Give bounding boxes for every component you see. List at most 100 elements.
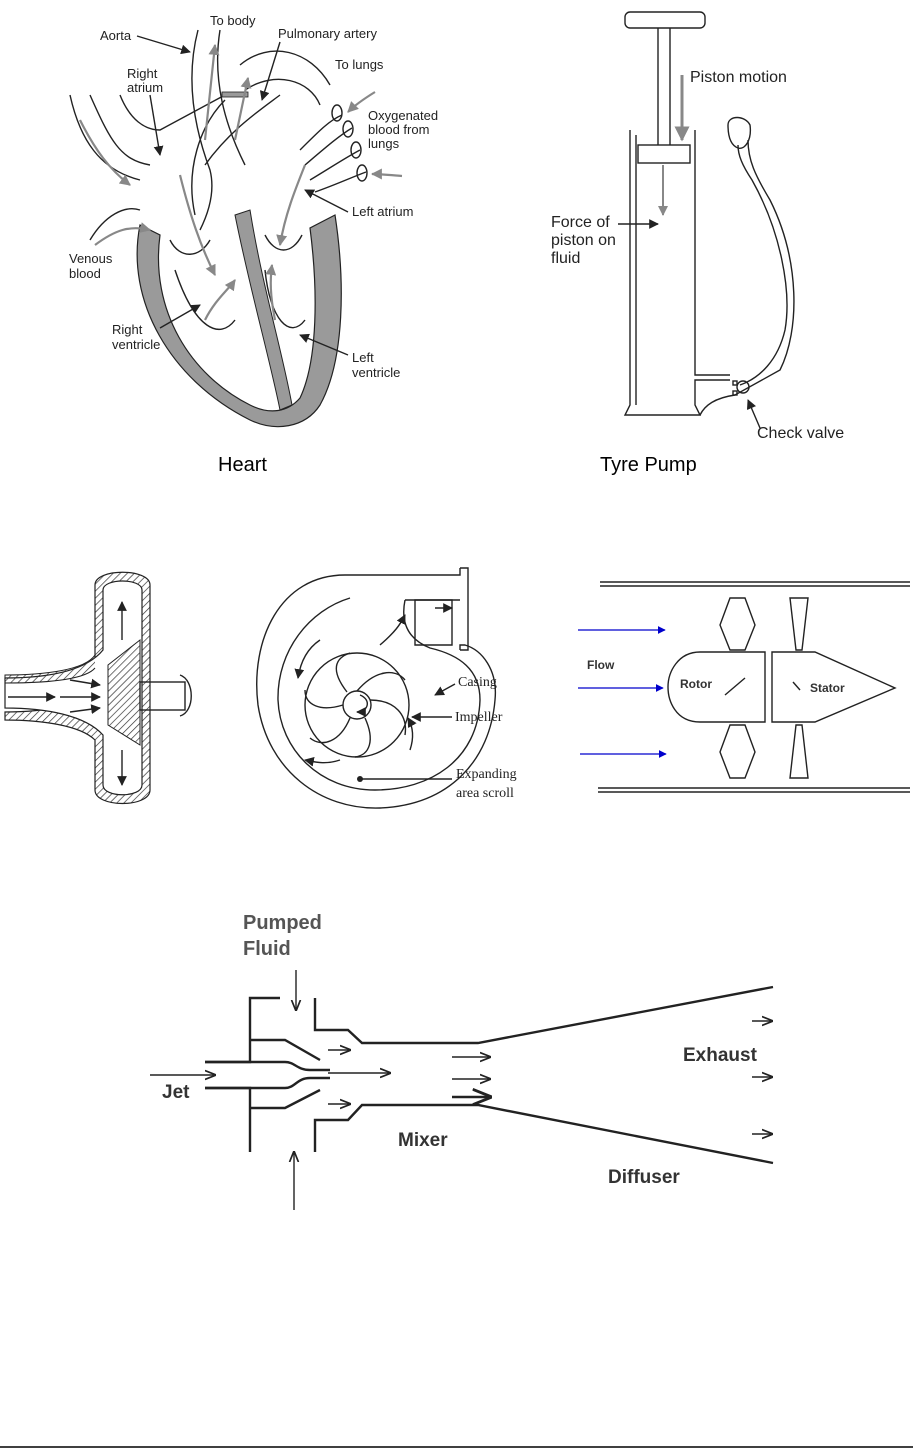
leader-left-atrium [305, 190, 348, 212]
stator-blade-bottom [790, 725, 808, 778]
oxygenated-inflow-2 [372, 174, 402, 176]
label-scroll-2: area scroll [456, 786, 514, 801]
vane-5 [305, 690, 343, 708]
label-to-body: To body [210, 13, 256, 28]
tyre-pump-caption: Tyre Pump [600, 454, 697, 476]
label-check-valve: Check valve [757, 425, 844, 442]
label-oxygenated-1: Oxygenated [368, 108, 438, 123]
pulmonary-vein-4 [315, 172, 366, 192]
label-right-atrium-1: Right [127, 66, 158, 81]
vane-6 [336, 653, 350, 692]
pulmonary-vein-2 [305, 128, 352, 165]
label-venous-1: Venous [69, 251, 113, 266]
outlet-flange [460, 568, 468, 650]
label-right-ventricle-2: ventricle [112, 337, 160, 352]
label-left-ventricle-1: Left [352, 350, 374, 365]
vein-opening-1 [332, 105, 342, 121]
inner-top-channel [250, 1040, 320, 1060]
label-force-2: piston on [551, 232, 616, 249]
rotor-blade-top [720, 598, 755, 650]
heart-septum [235, 210, 292, 410]
vena-cava-upper-inner [90, 95, 150, 165]
pulmonary-trunk-inner [245, 79, 320, 105]
right-atrium-flow [180, 175, 215, 275]
pump-barrel-right [695, 130, 730, 375]
label-pulmonary-artery: Pulmonary artery [278, 26, 377, 41]
heart-caption: Heart [218, 454, 267, 476]
label-venous-2: blood [69, 266, 101, 281]
scroll-dot [357, 776, 363, 782]
aorta-outline [192, 30, 212, 230]
impeller-rotation-arrow [357, 695, 367, 712]
leader-right-atrium [150, 95, 160, 155]
swirl-arrow-4 [305, 760, 340, 763]
rotor-blade-bottom [720, 725, 755, 778]
label-pumped-1: Pumped [243, 912, 322, 934]
impeller-outer [305, 653, 409, 757]
pump-nozzle [728, 118, 750, 149]
label-left-ventricle-2: ventricle [352, 365, 400, 380]
axial-pump-diagram: Flow Rotor Stator [578, 582, 910, 792]
right-ventricle-inner [175, 270, 235, 329]
label-force-1: Force of [551, 214, 610, 231]
label-aorta: Aorta [100, 28, 132, 43]
label-casing: Casing [458, 675, 497, 690]
label-diffuser: Diffuser [608, 1167, 680, 1188]
mixer-top-wall [315, 987, 773, 1043]
label-right-ventricle-1: Right [112, 322, 143, 337]
rotor-blade-mark [725, 678, 745, 695]
left-atrium-flow [280, 165, 305, 245]
right-ventricle-flow [205, 280, 235, 320]
pump-hose-inner [738, 145, 787, 385]
label-exhaust: Exhaust [683, 1045, 758, 1066]
check-valve-seat-2 [733, 391, 737, 395]
heart-outer-wall [137, 215, 341, 427]
vane-1 [357, 673, 405, 691]
stator-blade-top [790, 598, 808, 650]
label-force-3: fluid [551, 250, 580, 267]
vane-2 [370, 700, 405, 735]
label-rotor: Rotor [680, 677, 712, 691]
label-oxygenated-3: lungs [368, 136, 400, 151]
flow-to-lungs-arrow [235, 78, 248, 140]
label-pumped-2: Fluid [243, 938, 291, 960]
centrifugal-pump-diagram: Casing Impeller Expanding area scroll [257, 568, 517, 808]
leader-casing [435, 684, 455, 695]
mitral-valve [265, 235, 302, 250]
inner-bottom-channel [250, 1090, 320, 1108]
label-jet: Jet [162, 1082, 190, 1103]
label-piston-motion: Piston motion [690, 69, 787, 86]
label-mixer: Mixer [398, 1130, 448, 1151]
pump-handle [625, 12, 705, 28]
jet-top-outline [205, 998, 280, 1062]
label-right-atrium-2: atrium [127, 80, 163, 95]
jet-bottom-outline [205, 1088, 250, 1152]
vena-cava-lower [90, 209, 140, 240]
flow-to-body-arrow [205, 45, 215, 140]
vane-3 [355, 718, 370, 757]
stator-blade-mark [793, 682, 800, 690]
jet-pump-diagram: Pumped Fluid Jet Mixer Exhaust Diffuser [150, 912, 773, 1210]
vena-cava-upper [70, 95, 140, 180]
nozzle-bottom [205, 1078, 330, 1088]
heart-diagram: Aorta To body Pulmonary artery To lungs … [69, 13, 438, 476]
tyre-pump-diagram: Piston motion Force of piston on fluid C… [551, 12, 844, 476]
label-scroll-1: Expanding [456, 767, 517, 782]
vane-4 [310, 718, 350, 743]
label-left-atrium: Left atrium [352, 204, 413, 219]
outlet-mouth [415, 600, 452, 645]
label-stator: Stator [810, 681, 845, 695]
mixed-flow-pump-diagram [5, 572, 191, 803]
swirl-arrow-3 [408, 718, 413, 750]
check-valve-seat-1 [733, 381, 737, 385]
leader-check-valve [748, 400, 760, 428]
mixer-bottom-wall [315, 1105, 773, 1163]
swirl-arrow-2 [380, 615, 405, 645]
nozzle-top [205, 1062, 330, 1070]
pump-barrel-left [625, 130, 730, 415]
pump-piston [638, 145, 690, 163]
label-to-lungs: To lungs [335, 57, 384, 72]
label-flow: Flow [587, 658, 615, 672]
